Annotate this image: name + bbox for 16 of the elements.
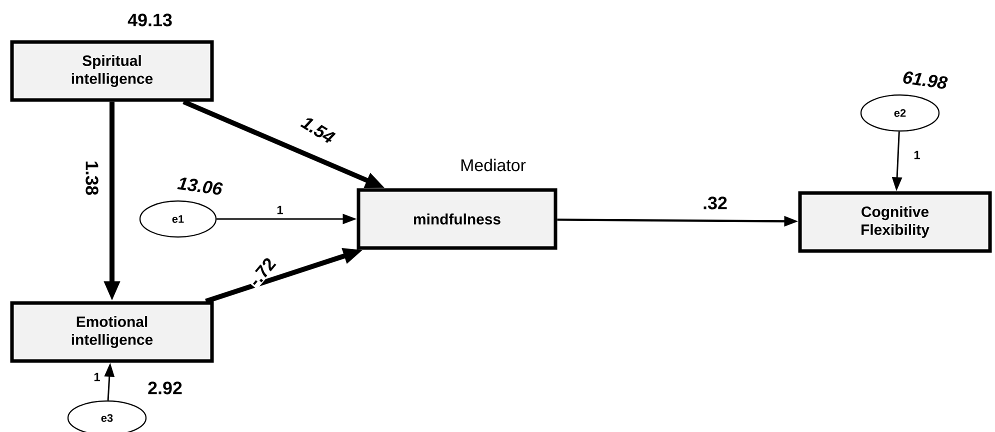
variable-box: mindfulness	[356, 188, 558, 250]
path-coefficient: .32	[702, 196, 728, 210]
path-coefficient: 1	[92, 372, 102, 382]
path-coefficient: -.72	[246, 254, 278, 290]
variance-value: 13.06	[177, 178, 223, 195]
variable-box: Emotional intelligence	[10, 301, 214, 363]
variance-value: 61.98	[903, 71, 948, 89]
path-coefficient: 1	[912, 150, 922, 160]
variable-box: Cognitive Flexibility	[798, 191, 992, 253]
heading: Mediator	[461, 158, 526, 172]
variance-value: 49.13	[128, 14, 172, 26]
path-coefficient: 1.38	[84, 160, 100, 196]
variance-value: 2.92	[148, 382, 182, 394]
path-coefficient: 1.54	[298, 114, 338, 146]
variable-box: Spiritual intelligence	[10, 40, 214, 102]
path-coefficient: 1	[276, 204, 284, 216]
